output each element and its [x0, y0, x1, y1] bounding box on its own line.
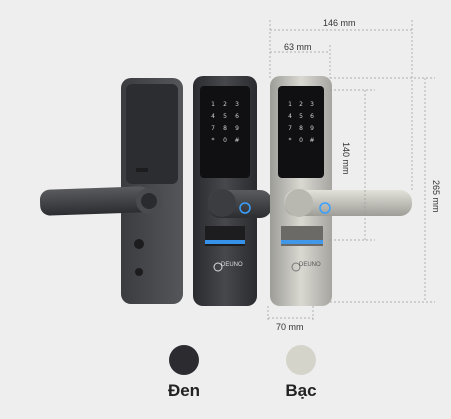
total-height-label: 265 mm [431, 180, 441, 213]
lock-front-black: 1 2 3 4 5 6 7 8 9 * 0 # [193, 76, 272, 306]
color-swatch-black[interactable] [169, 345, 199, 375]
svg-text:5: 5 [299, 113, 303, 120]
svg-text:2: 2 [299, 101, 303, 108]
svg-text:5: 5 [223, 113, 227, 120]
svg-text:*: * [212, 137, 215, 144]
depth-label: 70 mm [276, 322, 304, 332]
svg-text:0: 0 [223, 137, 227, 144]
color-label-black: Đen [167, 381, 201, 400]
color-swatch-silver[interactable] [286, 345, 316, 375]
face-width-label: 63 mm [284, 42, 312, 52]
svg-text:8: 8 [223, 125, 227, 132]
svg-text:9: 9 [235, 125, 239, 132]
svg-text:7: 7 [288, 125, 292, 132]
svg-text:1: 1 [211, 101, 215, 108]
svg-text:6: 6 [235, 113, 239, 120]
keypad-black: 1 2 3 4 5 6 7 8 9 * 0 # [211, 101, 239, 144]
color-label-silver: Bạc [285, 381, 317, 400]
svg-text:3: 3 [310, 101, 314, 108]
width-label: 146 mm [323, 18, 356, 28]
svg-text:1: 1 [288, 101, 292, 108]
svg-text:6: 6 [310, 113, 314, 120]
svg-text:3: 3 [235, 101, 239, 108]
brand-logo-black: DEUNO [221, 262, 243, 268]
svg-text:4: 4 [211, 113, 215, 120]
svg-text:8: 8 [299, 125, 303, 132]
svg-text:2: 2 [223, 101, 227, 108]
dimension-lines [267, 20, 435, 322]
svg-text:4: 4 [288, 113, 292, 120]
brand-logo-silver: DEUNO [299, 262, 321, 268]
lock-back-view [39, 78, 183, 304]
svg-text:#: # [234, 137, 239, 144]
svg-text:7: 7 [211, 125, 215, 132]
svg-text:0: 0 [299, 137, 303, 144]
svg-text:#: # [309, 137, 314, 144]
keypad-height-label: 140 mm [341, 142, 351, 175]
svg-text:*: * [289, 137, 292, 144]
svg-text:9: 9 [310, 125, 314, 132]
